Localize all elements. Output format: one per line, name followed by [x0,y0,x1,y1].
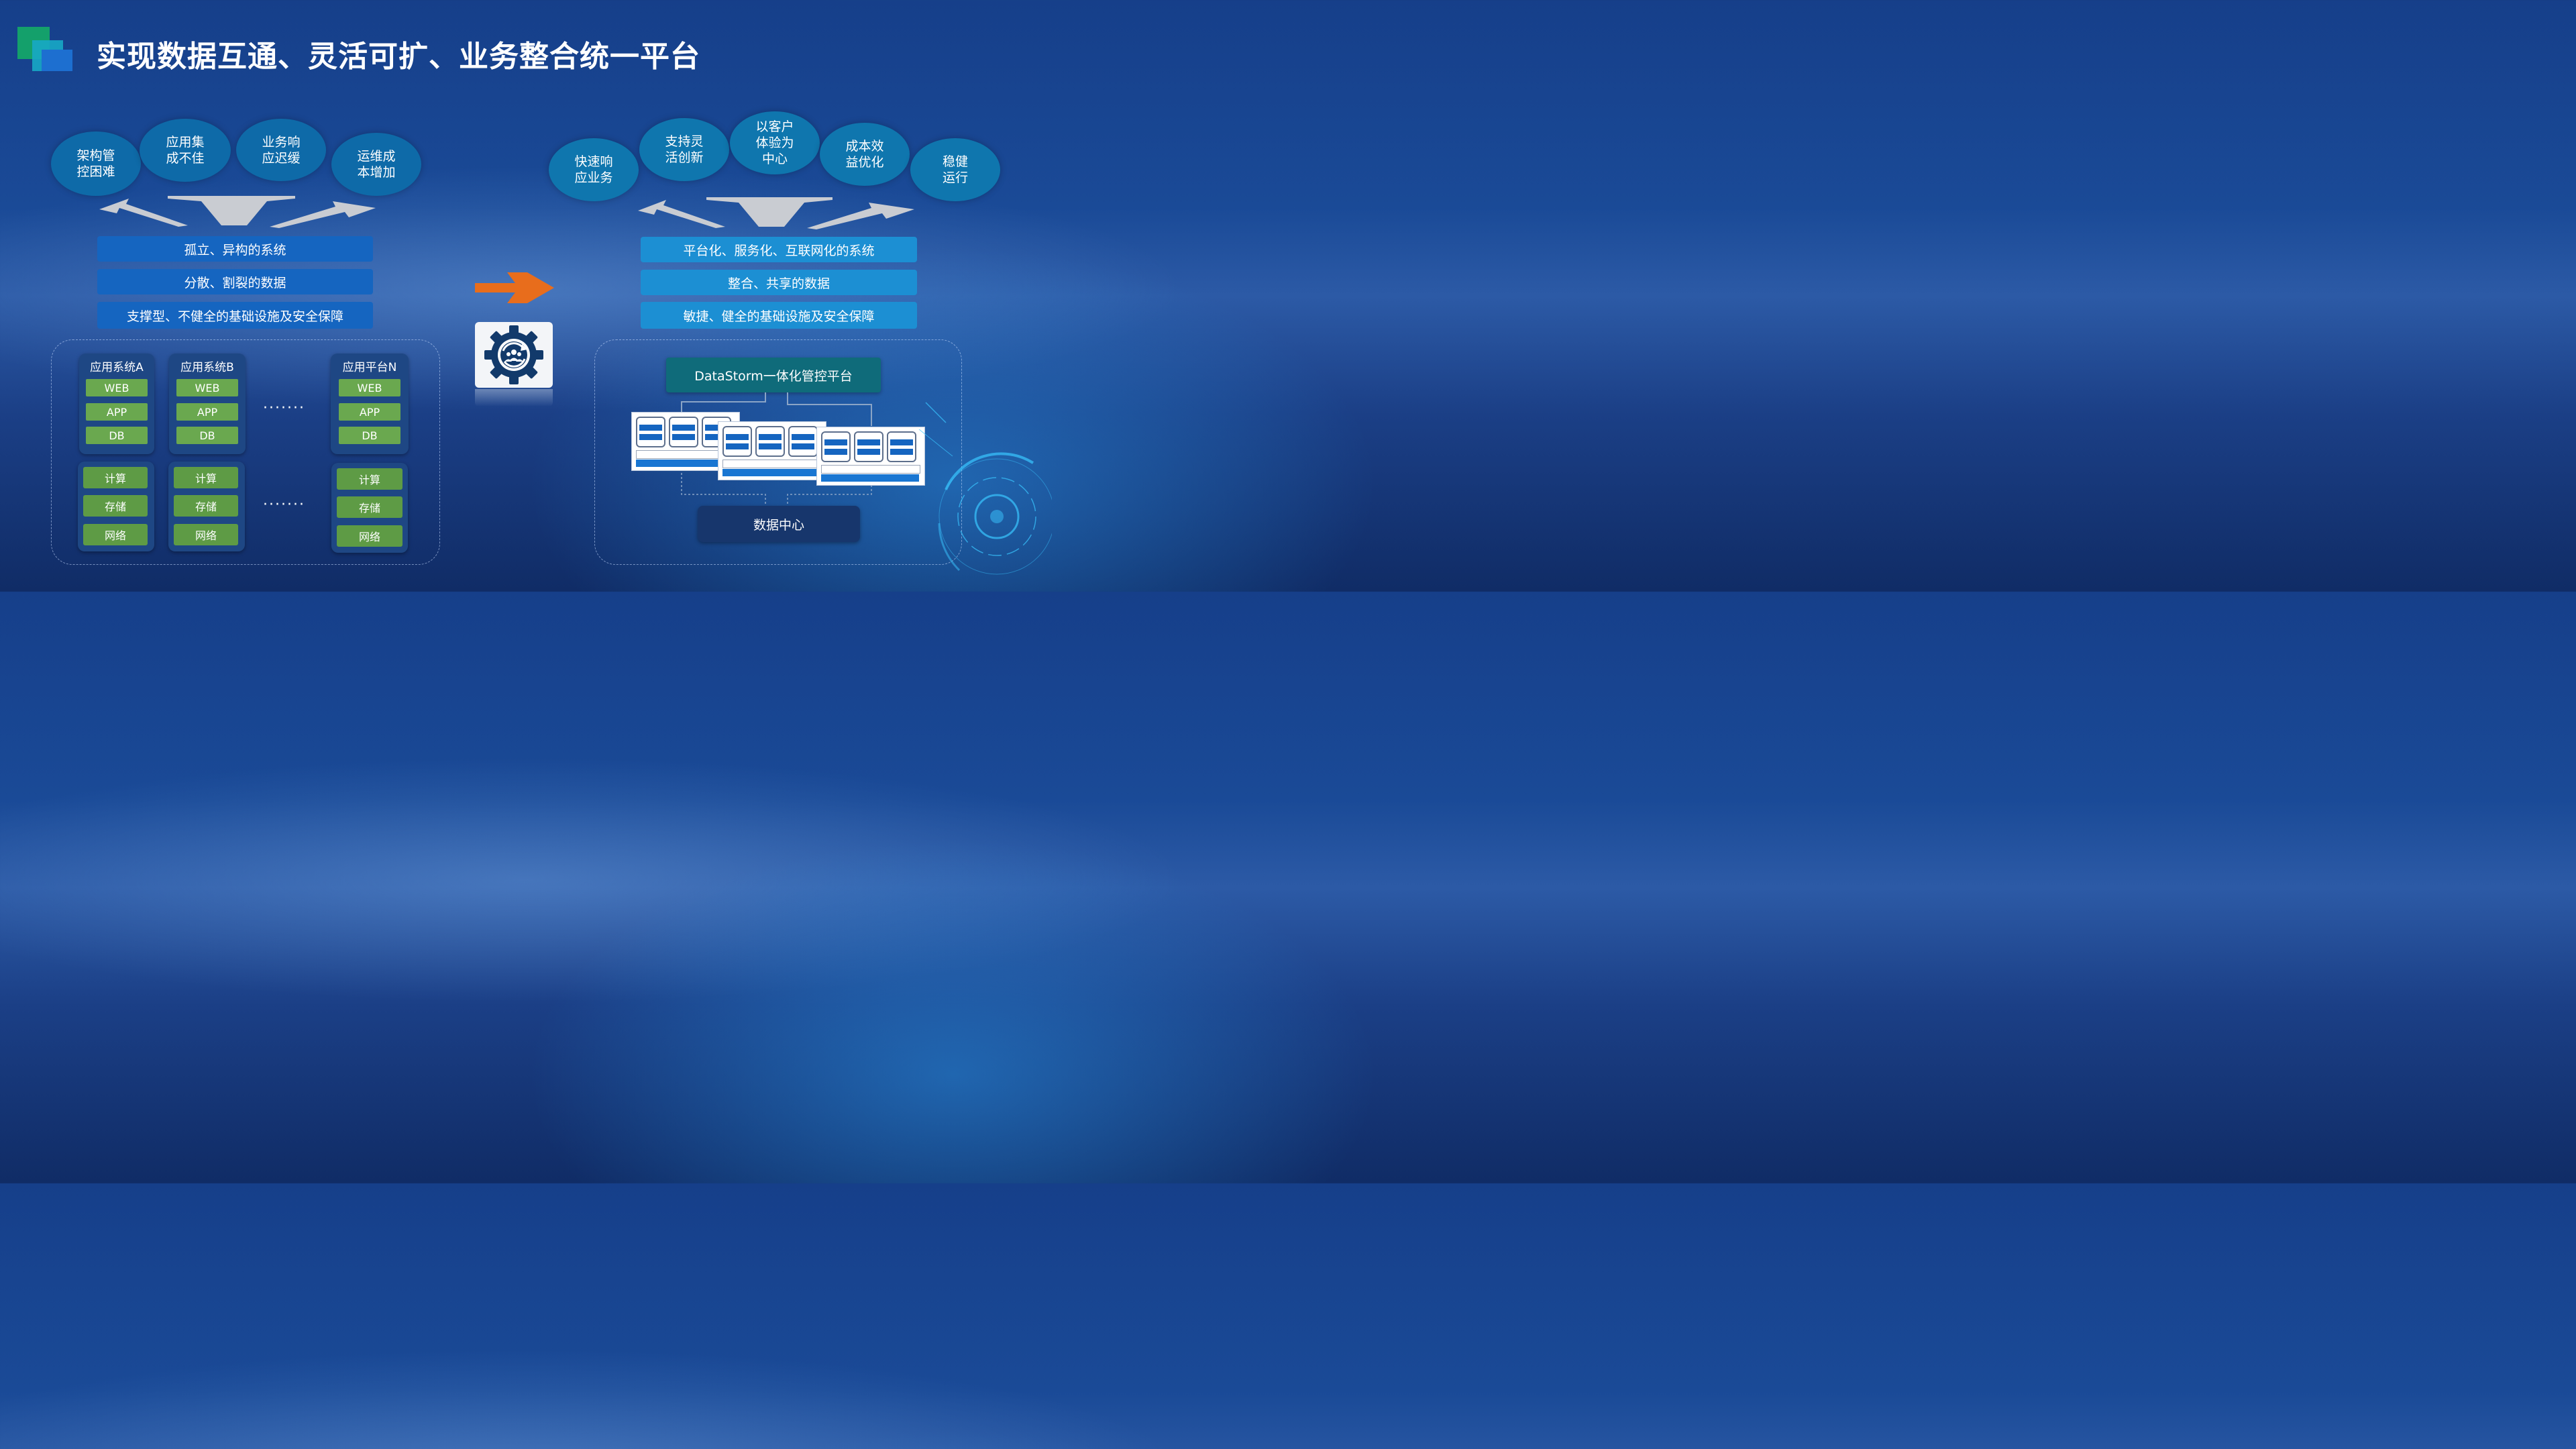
gear-tile-reflection [475,389,553,407]
logo-square-blue [42,50,72,71]
web-layer: WEB [339,379,400,396]
right-arrow-right [807,203,914,229]
left-layer-infra: 支撑型、不健全的基础设施及安全保障 [97,302,373,329]
web-layer: WEB [86,379,148,396]
server-rack-icon [718,421,826,480]
right-layer-data: 整合、共享的数据 [641,270,917,295]
pain-point-4: 运维成 本增加 [331,133,421,196]
right-arrow-left [638,200,725,228]
app-layer: APP [86,403,148,421]
left-arrow-center [168,196,295,225]
gear-team-icon [484,325,543,384]
system-card-n: 应用平台N WEB APP DB [331,354,409,454]
gear-team-tile [475,322,553,388]
pain-point-2: 应用集 成不佳 [140,119,231,182]
tech-hud-decoration [918,402,1052,575]
left-arrows [99,196,376,228]
system-card-a: 应用系统A WEB APP DB [79,354,154,454]
right-arrow-center [706,197,833,227]
right-platform-box [594,339,962,565]
app-layer: APP [176,403,238,421]
system-card-title: 应用系统B [180,361,234,374]
benefit-1: 快速响 应业务 [549,138,639,201]
network-block: 网络 [337,525,402,547]
storage-block: 存储 [174,495,238,517]
db-layer: DB [86,427,148,444]
server-rack-icon [816,427,925,486]
network-block: 网络 [174,524,238,545]
infra-card-b: 计算 存储 网络 [168,462,245,551]
db-layer: DB [339,427,400,444]
right-arrows [638,197,914,229]
system-card-b: 应用系统B WEB APP DB [169,354,246,454]
benefit-2: 支持灵 活创新 [639,118,729,181]
right-layer-infra: 敏捷、健全的基础设施及安全保障 [641,302,917,329]
left-layer-data: 分散、割裂的数据 [97,269,373,294]
arrow-right-icon [475,272,554,303]
left-arrow-right [270,201,376,228]
infra-card-a: 计算 存储 网络 [78,462,154,551]
infra-card-n: 计算 存储 网络 [331,463,408,553]
datacenter-block: 数据中心 [698,506,860,542]
db-layer: DB [176,427,238,444]
infra-ellipsis: ······· [263,496,305,513]
right-layer-systems: 平台化、服务化、互联网化的系统 [641,237,917,262]
benefit-4: 成本效 益优化 [820,123,910,186]
systems-ellipsis: ······· [263,400,305,417]
web-layer: WEB [176,379,238,396]
left-arrow-left [99,199,188,227]
app-layer: APP [339,403,400,421]
benefit-5: 稳健 运行 [910,138,1000,201]
system-card-title: 应用平台N [342,361,397,374]
compute-block: 计算 [83,467,148,488]
left-systems-box [51,339,440,565]
compute-block: 计算 [337,468,402,490]
pain-point-1: 架构管 控困难 [51,131,141,196]
benefit-3: 以客户 体验为 中心 [730,111,820,174]
left-layer-systems: 孤立、异构的系统 [97,236,373,262]
network-block: 网络 [83,524,148,545]
system-card-title: 应用系统A [90,361,144,374]
storage-block: 存储 [83,495,148,517]
pain-point-3: 业务响 应迟缓 [236,119,326,181]
page-title: 实现数据互通、灵活可扩、业务整合统一平台 [97,40,700,74]
storage-block: 存储 [337,496,402,518]
compute-block: 计算 [174,467,238,488]
datastorm-platform: DataStorm一体化管控平台 [666,358,881,392]
platform-connectors [681,392,872,505]
